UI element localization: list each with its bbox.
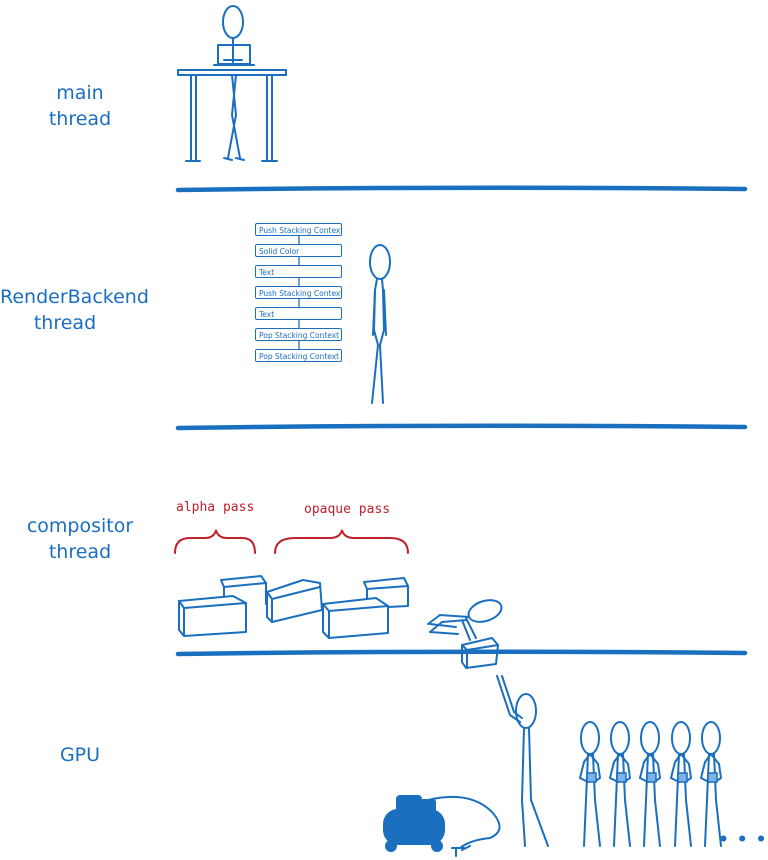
lane-divider-2 xyxy=(175,423,748,431)
main-thread-label-line1: main xyxy=(56,82,104,104)
main-thread-label-line2: thread xyxy=(48,108,112,130)
compositor-box-5 xyxy=(363,577,409,608)
display-list-item: Text xyxy=(255,307,342,320)
painter-5-held-item xyxy=(707,772,718,783)
main-thread-person-at-desk xyxy=(177,5,287,162)
air-compressor-icon xyxy=(383,795,445,852)
compositor-box-1 xyxy=(178,595,247,637)
painter-1-held-item xyxy=(586,772,597,783)
renderbackend-thread-label-line2: thread xyxy=(33,312,97,334)
display-list-item: Solid Color xyxy=(255,244,342,257)
compositor-thread-label-line2: thread xyxy=(48,541,112,563)
gpu-label-line1: GPU xyxy=(59,744,101,766)
painter-2-held-item xyxy=(616,772,627,783)
alpha-pass-label: alpha pass xyxy=(176,500,255,515)
renderbackend-person xyxy=(369,244,391,404)
main-thread-label: main thread xyxy=(40,80,120,132)
painter-figure-4 xyxy=(670,721,692,847)
compressor-hose xyxy=(427,795,501,849)
display-list-item: Pop Stacking Context xyxy=(255,349,342,362)
compositor-worker-person xyxy=(427,599,503,669)
painter-figure-5 xyxy=(700,721,722,847)
alpha-pass-brace xyxy=(174,529,256,554)
display-list-item: Push Stacking Context xyxy=(255,223,342,236)
compositor-box-3 xyxy=(266,579,323,623)
display-list-item: Push Stacking Context xyxy=(255,286,342,299)
compositor-box-4 xyxy=(322,597,389,639)
gpu-label: GPU xyxy=(40,742,120,768)
opaque-pass-label: opaque pass xyxy=(304,502,391,517)
lane-divider-3 xyxy=(175,649,748,657)
compositor-thread-label: compositor thread xyxy=(15,513,145,565)
lane-divider-1 xyxy=(175,185,748,193)
display-list-item: Pop Stacking Context xyxy=(255,328,342,341)
painter-4-held-item xyxy=(677,772,688,783)
renderbackend-thread-label: RenderBackend thread xyxy=(0,284,149,336)
renderbackend-thread-label-line1: RenderBackend xyxy=(0,286,149,308)
more-workers-ellipsis: • • • xyxy=(718,830,768,850)
display-list-item: Text xyxy=(255,265,342,278)
opaque-pass-brace xyxy=(274,529,409,554)
compositor-box-2 xyxy=(220,575,267,605)
gpu-receiving-person xyxy=(496,675,549,847)
painter-figure-2 xyxy=(609,721,631,847)
compositor-thread-label-line1: compositor xyxy=(26,515,134,537)
painter-3-held-item xyxy=(646,772,657,783)
painter-figure-3 xyxy=(639,721,661,847)
spray-gun xyxy=(451,845,471,857)
painter-figure-1 xyxy=(579,721,601,847)
